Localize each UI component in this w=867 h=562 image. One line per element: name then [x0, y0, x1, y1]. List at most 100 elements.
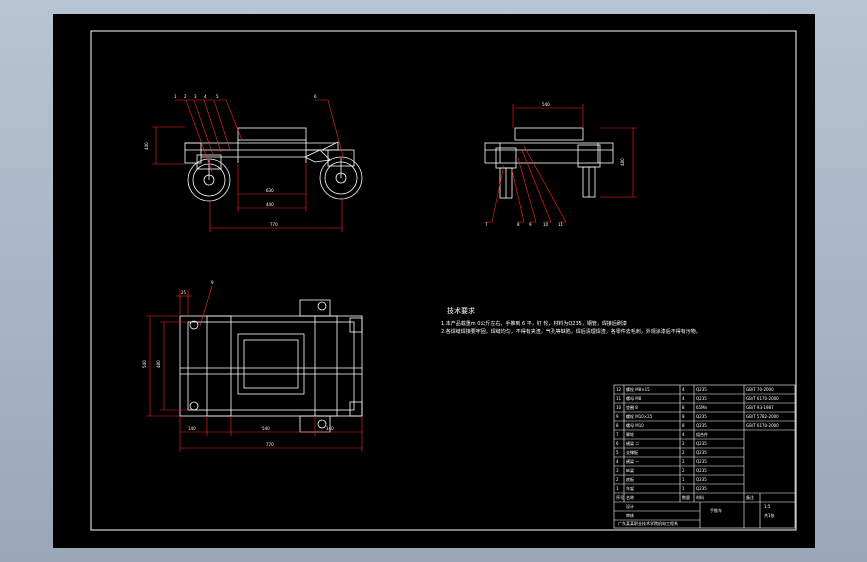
dim-right: 140	[326, 426, 334, 431]
leader-label: 10	[543, 222, 549, 227]
leader-label: 4	[204, 94, 207, 99]
tb-cell-qty: 4	[682, 387, 685, 392]
dim-inner2: 440	[266, 202, 274, 207]
dim-height-outer: 540	[142, 360, 147, 368]
tb-cell-code: 支撑板	[626, 450, 638, 455]
tb-cell-no: 1	[616, 486, 619, 491]
dim-overall: 770	[270, 222, 278, 227]
leader-label: 7	[485, 222, 488, 227]
tb-cell-code: 螺母 M10	[626, 423, 644, 428]
leader-label: 3	[194, 94, 197, 99]
tb-cell-mat: 材料	[696, 495, 704, 500]
top-view-dim-text: 9 25 140 540 140 770 540 480	[142, 280, 334, 447]
tb-cell-note: GB/T 70-2000	[746, 387, 774, 392]
top-view	[179, 299, 363, 433]
leader-label: 8	[517, 222, 520, 227]
leader-label: 6	[314, 94, 317, 99]
tb-row: 4 横梁 一 2 Q235	[614, 457, 795, 466]
tb-cell-qty: 8	[682, 423, 685, 428]
tb-cell-mat: Q235	[696, 477, 707, 482]
leader-label: 2	[184, 94, 187, 99]
tb-cell-no: 5	[616, 450, 619, 455]
dim-mid: 540	[262, 426, 270, 431]
tb-drawn: 设计	[626, 504, 634, 509]
side-view-dim-text: 540 480 7 8 9 10 11	[485, 102, 625, 227]
leader-label: 11	[558, 222, 564, 227]
tb-cell-mat: 组合件	[696, 432, 708, 437]
notes-title: 技术要求	[447, 307, 475, 315]
drawing-viewport[interactable]	[53, 14, 815, 548]
tb-cell-no: 2	[616, 477, 619, 482]
tb-cell-qty: 1	[682, 486, 685, 491]
side-view	[484, 127, 614, 199]
front-view-dimensions	[152, 99, 345, 232]
tb-cell-mat: Q235	[696, 468, 707, 473]
tb-cell-code: 底板	[626, 477, 634, 482]
dim-top: 540	[542, 102, 550, 107]
tb-cell-mat: 65Mn	[696, 405, 708, 410]
tb-cell-mat: Q235	[696, 441, 707, 446]
tb-cell-code: 横梁 一	[626, 459, 640, 464]
leader-label: 9	[211, 280, 214, 285]
tb-cell-note: 备注	[746, 495, 754, 500]
tb-cell-qty: 数量	[682, 495, 690, 500]
front-view-dim-text: 1 2 3 4 5 6 440 630 440 770	[144, 94, 317, 227]
tb-cell-note: GB/T 93-1987	[746, 405, 774, 410]
dim-height: 440	[144, 142, 149, 150]
notes-line-2: 2.各焊缝焊接要牢固，焊缝均匀，不得有夹渣，气孔等缺陷，焊后清理焊渣，各零件去毛…	[441, 329, 701, 335]
tb-cell-note: GB/T 6170-2000	[746, 396, 779, 401]
tb-cell-mat: Q235	[696, 414, 707, 419]
dim-small: 25	[181, 290, 187, 295]
tb-cell-note: GB/T 5782-2000	[746, 414, 779, 419]
tb-cell-no: 8	[616, 423, 619, 428]
tb-cell-no: 3	[616, 468, 619, 473]
leader-label: 9	[529, 222, 532, 227]
dim-height-inner: 480	[156, 360, 161, 368]
tb-cell-mat: Q235	[696, 423, 707, 428]
tb-cell-code: 名称	[626, 495, 634, 500]
tb-cell-no: 7	[616, 432, 619, 437]
tb-cell-code: 螺栓 M10×25	[626, 414, 653, 419]
tb-cell-no: 6	[616, 441, 619, 446]
tb-row: 6 横梁 二 2 Q235	[614, 439, 795, 448]
tb-cell-code: 车架	[626, 486, 634, 491]
leader-label: 1	[174, 94, 177, 99]
dim-side-height: 480	[620, 158, 625, 166]
tb-cell-qty: 8	[682, 414, 685, 419]
tb-cell-note: GB/T 6170-2000	[746, 423, 779, 428]
tb-sheet: 共1张	[764, 513, 775, 518]
tb-cell-code: 螺栓 M8×15	[626, 387, 650, 392]
dim-inner: 630	[266, 188, 274, 193]
tb-cell-code: 横梁 二	[626, 441, 640, 446]
tb-cell-no: 11	[616, 396, 622, 401]
tb-cell-mat: Q235	[696, 486, 707, 491]
tb-cell-qty: 2	[682, 468, 685, 473]
tb-cell-qty: 4	[682, 396, 685, 401]
tb-drawing-name: 手推车	[710, 508, 722, 513]
tb-cell-qty: 2	[682, 441, 685, 446]
tb-cell-qty: 4	[682, 432, 685, 437]
front-view	[184, 127, 363, 202]
tb-cell-code: 纵梁	[626, 468, 634, 473]
tb-cell-no: 9	[616, 414, 619, 419]
tb-header: 序号名称 数量 材料 备注	[614, 493, 795, 502]
tb-row: 1 车架 1 Q235	[614, 484, 795, 493]
tb-cell-code: 螺母 M8	[626, 396, 642, 401]
tb-cell-mat: Q235	[696, 459, 707, 464]
tb-cell-no: 10	[616, 405, 622, 410]
tb-row: 8 螺母 M10 8 Q235 GB/T 6170-2000	[614, 421, 795, 430]
tb-cell-qty: 2	[682, 459, 685, 464]
tb-cell-mat: Q235	[696, 450, 707, 455]
tb-row: 3 纵梁 2 Q235	[614, 466, 795, 475]
tb-cell-no: 4	[616, 459, 619, 464]
outer-frame	[90, 30, 797, 531]
tb-cell-no: 序号	[616, 495, 624, 500]
